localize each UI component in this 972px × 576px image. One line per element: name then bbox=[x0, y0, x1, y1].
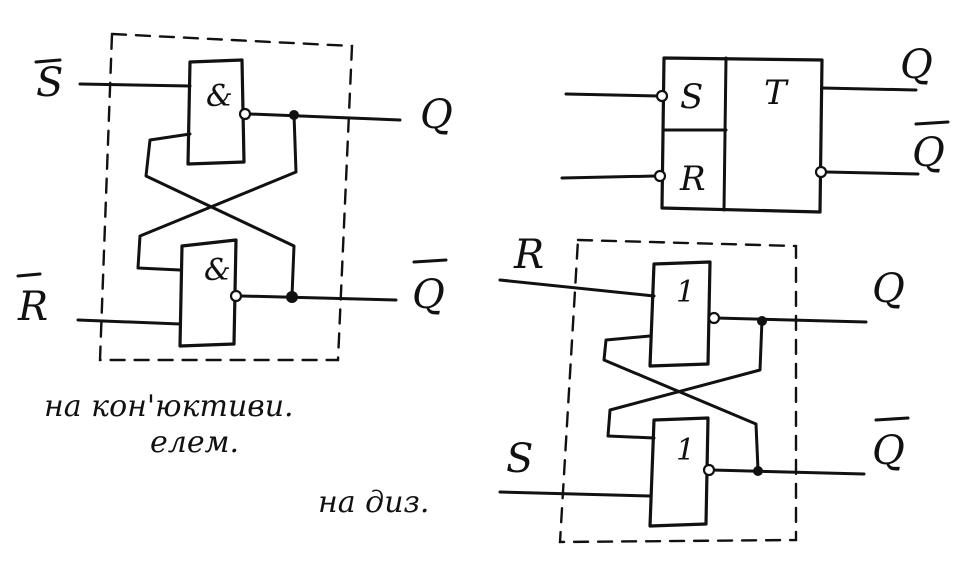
caption-nor: на диз. bbox=[318, 485, 429, 520]
symbol-label-r: R bbox=[679, 159, 706, 199]
output-bubble-top bbox=[238, 107, 252, 121]
label-r-bar: R bbox=[17, 284, 48, 330]
overbar-q bbox=[412, 258, 448, 264]
symbol-divider-vertical bbox=[722, 56, 728, 212]
symbol-wire-qbar bbox=[824, 170, 920, 176]
output-bubble-top bbox=[707, 311, 721, 325]
symbol-overbar-q bbox=[914, 120, 950, 126]
label-r: R bbox=[513, 232, 544, 278]
wire-s-input bbox=[498, 490, 652, 498]
symbol-wire-s bbox=[564, 92, 660, 98]
wire-r-input bbox=[76, 318, 182, 326]
symbol-bubble-s bbox=[655, 89, 669, 103]
symbol-bubble-qbar bbox=[814, 165, 828, 179]
label-q-bar: Q bbox=[872, 428, 905, 474]
label-s-bar: S bbox=[36, 60, 63, 106]
wire-qbar-output bbox=[710, 468, 866, 476]
output-bubble-bottom bbox=[702, 463, 716, 477]
rs-flipflop-symbol: S R T Q Q bbox=[560, 42, 950, 214]
overbar-r bbox=[16, 272, 42, 278]
symbol-label-qbar: Q bbox=[912, 130, 945, 176]
wire-cross-b bbox=[606, 318, 764, 440]
symbol-label-t: T bbox=[764, 73, 789, 113]
nand-gate-top bbox=[186, 58, 246, 166]
gate-symbol-bottom: 1 bbox=[676, 433, 695, 468]
symbol-body bbox=[660, 56, 824, 214]
caption-nand-line1: на кон'юктиви. bbox=[44, 389, 294, 424]
symbol-label-s: S bbox=[680, 77, 703, 117]
junction-q bbox=[289, 110, 299, 120]
wire-qbar-output bbox=[240, 294, 398, 302]
gate-symbol-top: 1 bbox=[676, 275, 695, 310]
wire-cross-a bbox=[602, 334, 760, 472]
wire-r-input bbox=[498, 278, 656, 298]
output-bubble-bottom bbox=[229, 289, 243, 303]
symbol-wire-q bbox=[820, 86, 918, 92]
label-q-bar: Q bbox=[412, 272, 445, 318]
wire-cross-b bbox=[136, 112, 298, 272]
wire-cross-a bbox=[144, 132, 296, 298]
nand-latch: S R Q Q & & на кон'юктиви. елем. bbox=[16, 32, 453, 460]
gate-symbol-bottom: & bbox=[204, 253, 231, 288]
junction-q bbox=[757, 316, 767, 326]
nor-latch: R S Q Q 1 1 на диз. bbox=[318, 232, 910, 544]
label-s: S bbox=[506, 436, 533, 482]
nand-gate-bottom bbox=[178, 238, 238, 348]
overbar-q bbox=[874, 416, 910, 422]
nor-latch-boundary bbox=[558, 238, 798, 544]
label-q: Q bbox=[872, 266, 905, 312]
symbol-wire-r bbox=[560, 174, 658, 180]
junction-qbar bbox=[753, 466, 763, 476]
nor-gate-bottom bbox=[648, 416, 710, 528]
wire-q-output bbox=[714, 316, 868, 324]
label-q: Q bbox=[420, 92, 453, 138]
wire-s-input bbox=[78, 82, 192, 88]
caption-nand-line2: елем. bbox=[150, 425, 239, 460]
wire-q-output bbox=[248, 112, 402, 122]
nand-latch-boundary bbox=[98, 32, 354, 362]
nor-gate-top bbox=[648, 260, 712, 368]
overbar-s bbox=[34, 58, 62, 64]
symbol-bubble-r bbox=[653, 169, 667, 183]
junction-qbar bbox=[286, 291, 298, 303]
gate-symbol-top: & bbox=[206, 79, 233, 114]
symbol-label-q: Q bbox=[900, 42, 933, 88]
